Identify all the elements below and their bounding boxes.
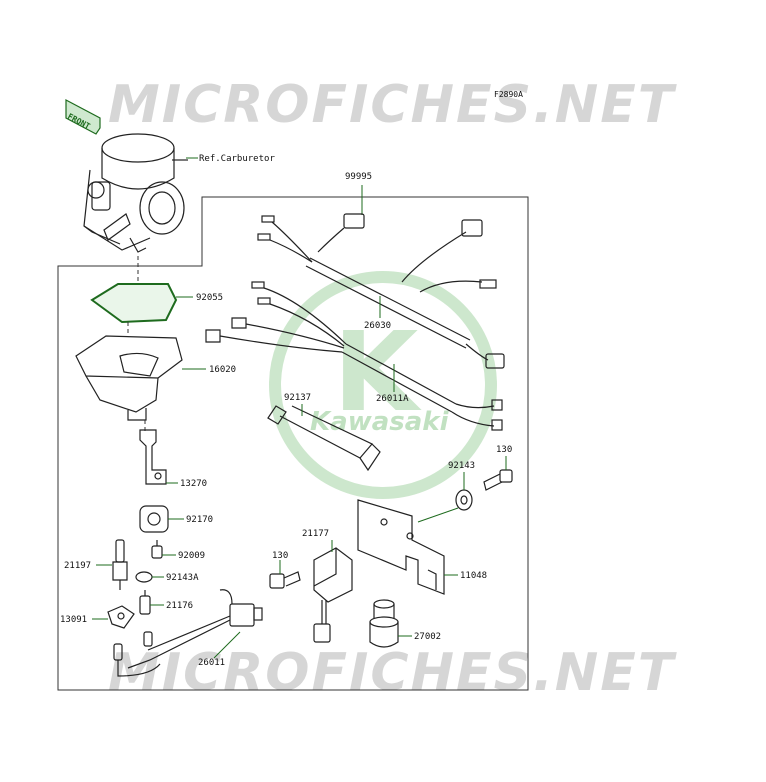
- leader-11048-a: [417, 507, 459, 523]
- washer-92143a: [135, 571, 153, 583]
- ref-carburetor-label: Ref.Carburetor: [199, 154, 275, 164]
- bolt-130-upper: [483, 469, 513, 491]
- collar-92143: [455, 489, 473, 511]
- label-26030: 26030: [364, 321, 391, 331]
- label-99995: 99995: [345, 172, 372, 182]
- label-21176: 21176: [166, 601, 193, 611]
- assembly-frame: [57, 196, 529, 691]
- float-bowl-16020: [75, 335, 183, 421]
- bolt-130-lower: [269, 571, 301, 589]
- label-21177: 21177: [302, 529, 329, 539]
- holder-13091: [107, 605, 135, 629]
- diagram-code: F2890A: [494, 90, 523, 99]
- label-92055: 92055: [196, 293, 223, 303]
- kawasaki-logo: K Kawasaki: [269, 271, 497, 499]
- screw-92009: [151, 540, 163, 559]
- harness-26030: [257, 213, 505, 369]
- label-92143: 92143: [448, 461, 475, 471]
- label-26011: 26011: [198, 658, 225, 668]
- label-92137: 92137: [284, 393, 311, 403]
- label-130-upper: 130: [496, 445, 512, 455]
- label-92009: 92009: [178, 551, 205, 561]
- sensor-21176: [139, 590, 151, 615]
- part-27002: [369, 599, 399, 648]
- harness-26011a: [205, 281, 503, 431]
- carburetor-drawing: [83, 133, 188, 253]
- tube-92137: [267, 405, 381, 472]
- label-92143a: 92143A: [166, 573, 199, 583]
- watermark-top: MICROFICHES.NET: [108, 75, 677, 135]
- label-130-lower: 130: [272, 551, 288, 561]
- label-21197: 21197: [64, 561, 91, 571]
- bracket-13270: [139, 429, 167, 485]
- harness-26011: [113, 589, 263, 677]
- watermark-bottom: MICROFICHES.NET: [108, 643, 677, 703]
- module-21177: [313, 547, 353, 643]
- label-11048: 11048: [460, 571, 487, 581]
- label-13270: 13270: [180, 479, 207, 489]
- label-92170: 92170: [186, 515, 213, 525]
- heater-21197: [112, 539, 128, 590]
- gasket-92055: [90, 283, 178, 324]
- kawasaki-wordmark: Kawasaki: [310, 407, 450, 437]
- label-26011a: 26011A: [376, 394, 409, 404]
- label-13091: 13091: [60, 615, 87, 625]
- clamp-92170: [139, 505, 169, 533]
- label-27002: 27002: [414, 632, 441, 642]
- bracket-11048: [357, 499, 445, 595]
- front-arrow-icon: FRONT: [65, 99, 101, 135]
- leader-26011: [213, 631, 241, 659]
- label-16020: 16020: [209, 365, 236, 375]
